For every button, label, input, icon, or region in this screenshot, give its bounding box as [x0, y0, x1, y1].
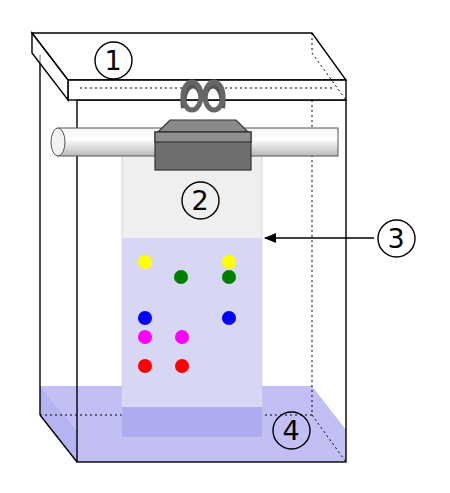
- callout-ring: [273, 412, 310, 449]
- callout-number: 2: [191, 187, 208, 214]
- callout-circle: 4: [272, 411, 311, 450]
- paper-strip: [122, 150, 262, 437]
- callout-number: 1: [104, 47, 121, 74]
- callout-number: 3: [387, 225, 404, 252]
- leader-line: [265, 237, 374, 238]
- binder-clip: [155, 82, 251, 170]
- callout-ring: [95, 42, 132, 79]
- callout-ring: [182, 182, 219, 219]
- callout-circle: 1: [94, 41, 133, 80]
- callout-number: 4: [282, 417, 299, 444]
- sample-spots: [138, 255, 236, 373]
- callout-circle: 3: [377, 219, 416, 258]
- tank: [40, 55, 346, 462]
- callout-circle: 2: [181, 181, 220, 220]
- callout-ring: [378, 220, 415, 257]
